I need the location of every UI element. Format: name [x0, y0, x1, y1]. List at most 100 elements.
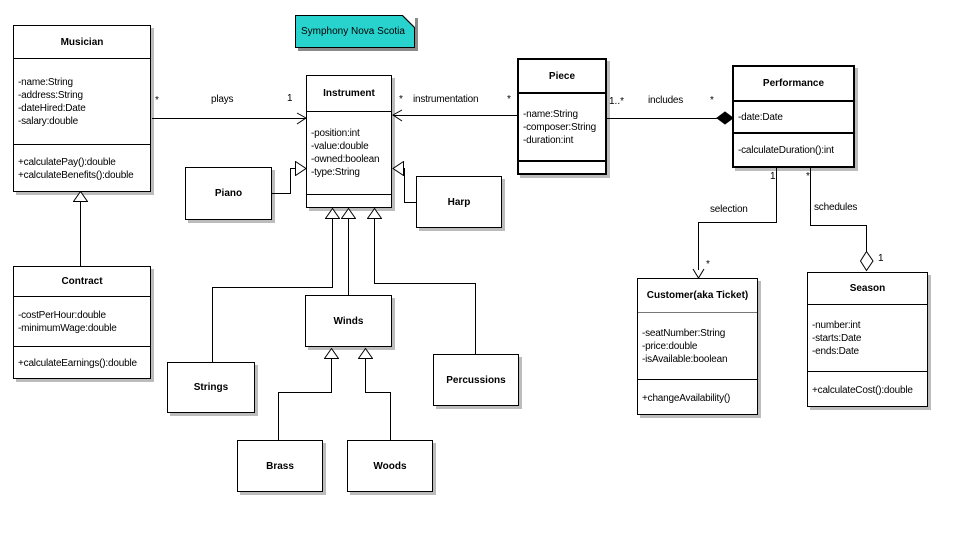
- class-percussions: Percussions: [433, 354, 519, 406]
- class-woods: Woods: [347, 440, 433, 492]
- class-piece: Piece -name:String -composer:String -dur…: [517, 58, 607, 175]
- plays-source-multiplicity: *: [155, 95, 159, 106]
- connector-selection-2: [698, 222, 777, 223]
- attribute: -minimumWage:double: [18, 322, 117, 334]
- attribute: -price:double: [642, 340, 698, 352]
- instrumentation-label: instrumentation: [413, 94, 479, 105]
- class-contract-attributes: -costPerHour:double -minimumWage:double: [14, 296, 150, 346]
- generalization-triangle-up-icon: [358, 348, 373, 359]
- attribute: -date:Date: [738, 111, 783, 123]
- class-brass-name: Brass: [266, 460, 294, 472]
- class-contract-methods: +calculateEarnings():double: [14, 346, 150, 378]
- connector-schedules-2: [810, 225, 867, 226]
- class-customer-attributes: -seatNumber:String -price:double -isAvai…: [638, 312, 757, 379]
- connector-piano-3: [272, 193, 291, 194]
- class-instrument-name: Instrument: [323, 88, 375, 99]
- attribute: -salary:double: [18, 115, 79, 127]
- class-performance-attributes: -date:Date: [734, 100, 853, 132]
- generalization-triangle-right-icon: [295, 161, 307, 176]
- attribute: -position:int: [311, 128, 360, 139]
- diagram-note: Symphony Nova Scotia: [295, 15, 415, 48]
- plays-target-multiplicity: 1: [287, 93, 293, 104]
- attribute: -name:String: [523, 108, 578, 120]
- attribute: -type:String: [311, 167, 360, 178]
- class-season-attributes: -number:int -starts:Date -ends:Date: [808, 304, 927, 371]
- connector-brass-3: [278, 392, 279, 440]
- class-woods-name: Woods: [373, 460, 407, 472]
- class-brass: Brass: [237, 440, 323, 492]
- connector-woods-1: [365, 359, 366, 392]
- class-instrument-attributes: -position:int -value:double -owned:boole…: [307, 111, 391, 194]
- connector-includes-line: [607, 118, 719, 119]
- connector-woods-3: [390, 392, 391, 440]
- selection-source-multiplicity: 1: [770, 171, 776, 182]
- includes-label: includes: [648, 95, 684, 106]
- attribute: -address:String: [18, 89, 83, 101]
- connector-brass-1: [331, 359, 332, 392]
- connector-woods-2: [365, 392, 391, 393]
- class-instrument: Instrument -position:int -value:double -…: [306, 75, 392, 208]
- schedules-label: schedules: [814, 202, 858, 213]
- connector-percussions-3: [475, 283, 476, 354]
- connector-harp-2: [404, 168, 405, 203]
- attribute: -number:int: [812, 319, 861, 331]
- attribute: -isAvailable:boolean: [642, 353, 728, 365]
- open-arrowhead-left-icon: [392, 109, 403, 122]
- instrumentation-source-multiplicity: *: [399, 94, 403, 105]
- method: +calculatePay():double: [18, 157, 116, 168]
- instrumentation-target-multiplicity: *: [507, 94, 511, 105]
- attribute: -composer:String: [523, 121, 596, 133]
- class-customer: Customer(aka Ticket) -seatNumber:String …: [637, 278, 758, 415]
- class-piano-name: Piano: [214, 188, 243, 199]
- method: +calculateCost():double: [812, 384, 913, 396]
- class-contract: Contract -costPerHour:double -minimumWag…: [13, 266, 151, 379]
- connector-strings-1: [332, 219, 333, 287]
- connector-strings-3: [212, 287, 213, 362]
- class-harp-name: Harp: [447, 196, 471, 208]
- method: +calculateBenefits():double: [18, 170, 134, 181]
- plays-label: plays: [211, 94, 234, 105]
- class-performance-name: Performance: [762, 78, 825, 89]
- class-performance-methods: -calculateDuration():int: [734, 132, 853, 166]
- connector-winds: [348, 219, 349, 295]
- class-winds: Winds: [305, 295, 392, 347]
- filled-diamond-icon: [716, 111, 734, 125]
- includes-target-multiplicity: *: [710, 95, 714, 106]
- class-percussions-name: Percussions: [446, 374, 506, 386]
- class-contract-name: Contract: [61, 276, 103, 287]
- class-piece-attributes: -name:String -composer:String -duration:…: [519, 92, 605, 160]
- attribute: -owned:boolean: [311, 154, 380, 165]
- class-winds-name: Winds: [333, 315, 364, 327]
- attribute: -value:double: [311, 141, 369, 152]
- connector-harp-3: [404, 202, 416, 203]
- generalization-triangle-up-icon: [341, 208, 356, 219]
- attribute: -seatNumber:String: [642, 327, 726, 339]
- class-musician-name: Musician: [60, 36, 104, 48]
- class-piece-name: Piece: [548, 70, 576, 82]
- class-musician-methods: +calculatePay():double +calculateBenefit…: [14, 144, 150, 191]
- class-season-methods: +calculateCost():double: [808, 371, 927, 406]
- method: +calculateEarnings():double: [18, 358, 137, 369]
- class-season: Season -number:int -starts:Date -ends:Da…: [807, 272, 928, 407]
- connector-strings-2: [212, 287, 333, 288]
- connector-percussions-1: [374, 219, 375, 283]
- connector-instrumentation-line: [393, 115, 517, 116]
- generalization-triangle-up-icon: [325, 208, 340, 219]
- connector-plays-line: [152, 118, 306, 119]
- class-customer-methods: +changeAvailability(): [638, 379, 757, 414]
- note-fold-corner-icon: [402, 15, 415, 28]
- hollow-diamond-icon: [860, 251, 874, 272]
- schedules-target-multiplicity: 1: [878, 253, 884, 264]
- open-arrowhead-down-icon: [692, 268, 705, 279]
- method: +changeAvailability(): [642, 392, 731, 404]
- includes-source-multiplicity: 1..*: [609, 96, 625, 107]
- class-customer-name: Customer(aka Ticket): [646, 290, 749, 301]
- connector-piano-2: [290, 168, 291, 194]
- attribute: -name:String: [18, 76, 73, 88]
- open-arrowhead-right-icon: [296, 112, 307, 125]
- class-piano: Piano: [185, 167, 272, 220]
- connector-selection-3: [698, 222, 699, 270]
- attribute: -dateHired:Date: [18, 102, 86, 114]
- generalization-triangle-up-icon: [324, 348, 339, 359]
- method: -calculateDuration():int: [738, 144, 834, 156]
